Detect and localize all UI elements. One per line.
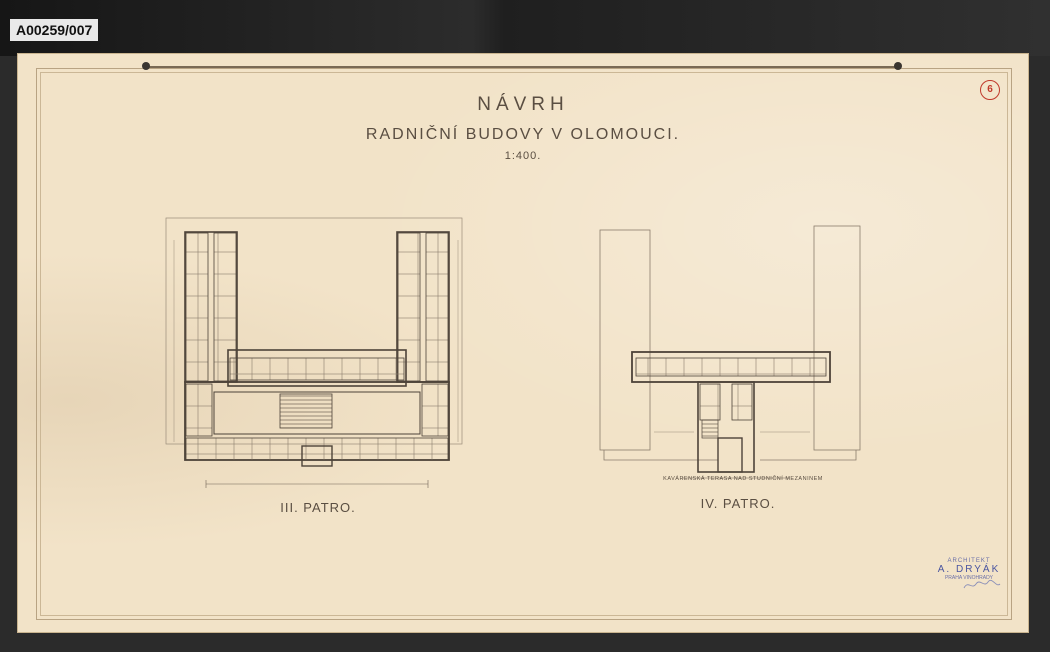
plan-label-third-floor: III. PATRO. <box>280 500 356 515</box>
plan-third-floor <box>165 217 463 488</box>
floor-plans <box>165 217 861 488</box>
scale-label: 1:400. <box>504 150 542 162</box>
architect-stamp-title: ARCHITEKT <box>947 558 991 564</box>
title-line-1: NÁVRH <box>477 94 569 115</box>
sheet-number-badge: 6 <box>980 80 1000 100</box>
architect-stamp-name: A. DRYÁK <box>937 564 1001 575</box>
outer-frame <box>36 68 1012 620</box>
architect-stamp-address: PRAHA VINOHRADY <box>944 575 994 581</box>
architect-stamp: ARCHITEKT A. DRYÁK PRAHA VINOHRADY <box>924 558 1014 581</box>
plan-caption-fourth-floor: KAVÁRENSKÁ TERASA NAD STUDNIČNÍ MEZANINE… <box>663 476 823 482</box>
title-line-2: RADNIČNÍ BUDOVY V OLOMOUCI. <box>365 126 681 143</box>
drawing-sheet: 6 NÁVRH RADNIČNÍ BUDOVY V OLOMOUCI. 1:40… <box>18 54 1028 632</box>
plan-fourth-floor <box>599 225 861 479</box>
plan-label-fourth-floor: IV. PATRO. <box>700 496 776 511</box>
inner-frame <box>40 72 1008 616</box>
tack-right <box>894 62 902 70</box>
architect-signature <box>963 579 1001 589</box>
tack-left <box>142 62 150 70</box>
archive-label: A00259/007 <box>10 19 99 41</box>
scan-top-strip <box>0 0 1050 56</box>
hanging-wire <box>146 66 898 68</box>
